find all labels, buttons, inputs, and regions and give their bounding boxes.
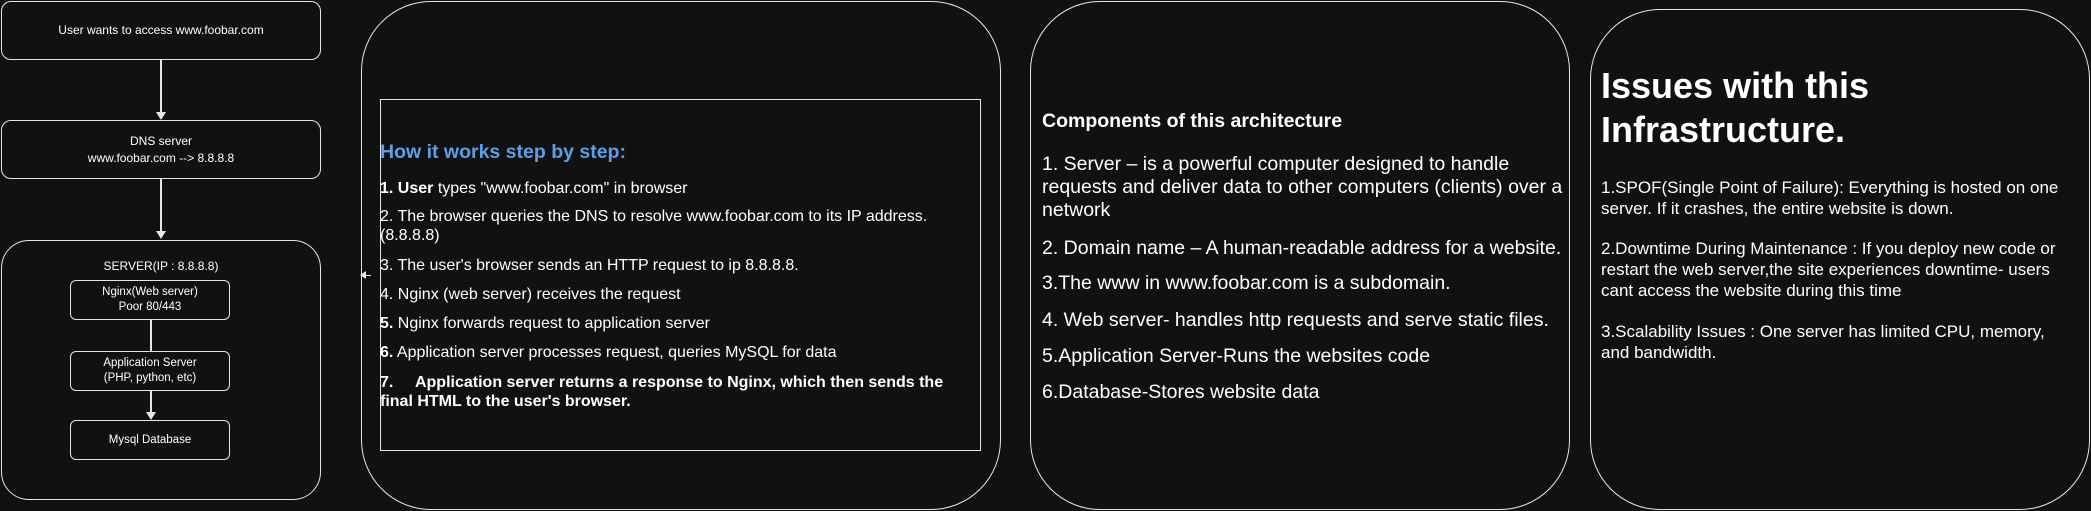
issue-spof: 1.SPOF(Single Point of Failure): Everyth… — [1601, 178, 2059, 218]
connector-app-db — [150, 391, 152, 413]
issue-scalability: 3.Scalability Issues : One server has li… — [1601, 322, 2045, 362]
step-5: 5. Nginx forwards request to application… — [380, 314, 980, 333]
application-server-label: Application Server — [103, 357, 197, 369]
step-1-number: 1. User — [380, 180, 434, 197]
arrow-to-db-icon — [146, 412, 156, 420]
component-database: 6.Database-Stores website data — [1042, 381, 1320, 403]
dns-server-label: DNS server — [129, 133, 192, 148]
component-subdomain: 3.The www in www.foobar.com is a subdoma… — [1042, 272, 1451, 294]
steps-frame — [380, 99, 981, 451]
connector-user-dns — [160, 60, 162, 113]
component-application-server: 5.Application Server-Runs the websites c… — [1042, 345, 1431, 367]
arrow-to-dns-icon — [156, 112, 166, 120]
components-title: Components of this architecture — [1042, 110, 1343, 132]
component-domain-name: 2. Domain name – A human-readable addres… — [1042, 237, 1562, 259]
step-6-text: Application server processes request, qu… — [393, 344, 837, 361]
pointer-arrow-icon — [361, 275, 371, 276]
issue-downtime: 2.Downtime During Maintenance : If you d… — [1601, 239, 2056, 300]
mysql-database-label: Mysql Database — [108, 433, 192, 446]
dns-server-box: DNS server www.foobar.com --> 8.8.8.8 — [1, 120, 321, 179]
user-request-label: User wants to access www.foobar.com — [58, 23, 264, 37]
connector-dns-server — [160, 179, 162, 232]
pointer-arrowhead-icon — [360, 271, 366, 279]
steps-title: How it works step by step: — [380, 141, 626, 163]
step-2: 2. The browser queries the DNS to resolv… — [380, 208, 928, 244]
dns-resolution-label: www.foobar.com --> 8.8.8.8 — [87, 150, 235, 165]
server-box: SERVER(IP : 8.8.8.8) — [1, 240, 321, 500]
application-server-box: Application Server (PHP, python, etc) — [70, 351, 230, 391]
components-panel — [1030, 1, 1570, 510]
user-request-box: User wants to access www.foobar.com — [1, 1, 321, 60]
nginx-ports-label: Poor 80/443 — [118, 301, 182, 313]
step-6-number: 6. — [380, 344, 394, 361]
step-1-text: types "www.foobar.com" in browser — [433, 180, 688, 197]
steps-panel — [361, 1, 1001, 510]
server-title: SERVER(IP : 8.8.8.8) — [103, 259, 219, 273]
step-1: 1. User types "www.foobar.com" in browse… — [380, 179, 980, 198]
arrow-to-server-icon — [156, 231, 166, 239]
application-server-langs-label: (PHP, python, etc) — [103, 372, 197, 384]
component-server: 1. Server – is a powerful computer desig… — [1042, 153, 1563, 221]
step-7: 7. Application server returns a response… — [380, 374, 948, 410]
nginx-label: Nginx(Web server) — [102, 286, 198, 298]
mysql-database-box: Mysql Database — [70, 420, 230, 460]
component-web-server: 4. Web server- handles http requests and… — [1042, 309, 1549, 331]
step-4: 4. Nginx (web server) receives the reque… — [380, 286, 681, 303]
step-3: 3. The user's browser sends an HTTP requ… — [380, 257, 799, 274]
step-6: 6. Application server processes request,… — [380, 343, 980, 362]
issues-title: Issues with this Infrastructure. — [1601, 65, 1870, 150]
step-5-text: Nginx forwards request to application se… — [393, 315, 710, 332]
connector-nginx-app — [150, 320, 152, 351]
nginx-box: Nginx(Web server) Poor 80/443 — [70, 280, 230, 320]
issues-panel — [1590, 9, 2090, 510]
step-5-number: 5. — [380, 315, 394, 332]
